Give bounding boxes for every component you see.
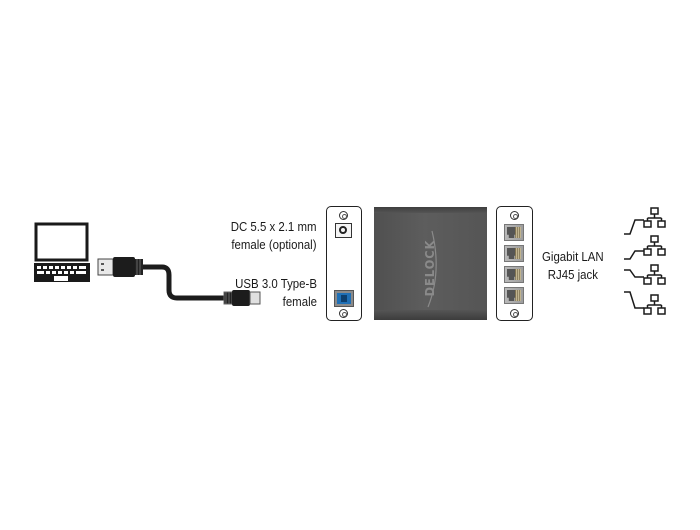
rj45-port-3 — [504, 266, 524, 283]
input-port-panel — [326, 206, 362, 321]
lan-label-line2: RJ45 jack — [547, 267, 598, 282]
usb-port-label: USB 3.0 Type-B female — [235, 276, 317, 310]
screw-icon — [510, 309, 519, 318]
screw-icon — [339, 211, 348, 220]
rj45-port-4 — [504, 287, 524, 304]
dc-port-label: DC 5.5 x 2.1 mm female (optional) — [231, 219, 317, 253]
network-icon — [644, 208, 665, 227]
lan-label-line1: Gigabit LAN — [542, 249, 604, 264]
delock-device: DELOCK — [374, 207, 487, 320]
usb-label-line1: USB 3.0 Type-B — [235, 276, 317, 291]
laptop-icon — [33, 222, 91, 282]
usb-label-line2: female — [282, 294, 317, 309]
network-icon — [644, 265, 665, 284]
dc-jack-port — [335, 223, 352, 238]
lan-port-label: Gigabit LAN RJ45 jack — [542, 249, 604, 283]
rj45-port-1 — [504, 224, 524, 241]
dc-label-line2: female (optional) — [231, 237, 317, 252]
usb-b-port — [334, 290, 354, 307]
dc-label-line1: DC 5.5 x 2.1 mm — [231, 219, 317, 234]
rj45-port-2 — [504, 245, 524, 262]
screw-icon — [510, 211, 519, 220]
network-icon — [644, 295, 665, 314]
rj45-port-panel — [496, 206, 533, 321]
usb-cable — [96, 250, 336, 310]
screw-icon — [339, 309, 348, 318]
network-icon — [644, 236, 665, 255]
network-connections — [610, 203, 670, 328]
